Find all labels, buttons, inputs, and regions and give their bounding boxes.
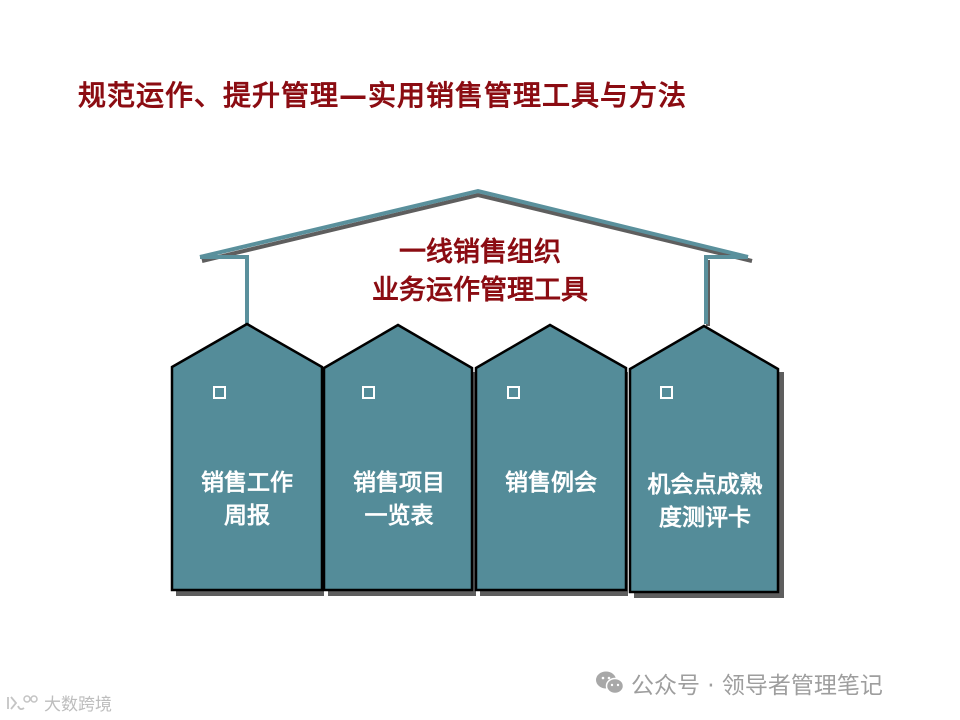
pillar-1 (170, 322, 324, 592)
pillars (170, 322, 780, 594)
pillar-4-label: 机会点成熟 度测评卡 (630, 469, 780, 535)
roof-title-line1: 一线销售组织 (399, 237, 561, 268)
pillar-1-label-line2: 周报 (224, 503, 270, 529)
logo-icon (7, 694, 38, 710)
wechat-watermark-text: 公众号 · 领导者管理笔记 (631, 673, 883, 699)
pillar-3 (474, 323, 628, 592)
pillar-2-label: 销售项目 一览表 (324, 467, 474, 533)
pillar-3-label: 销售例会 (476, 467, 626, 500)
pillar-4 (628, 324, 780, 594)
pillar-3-bullet-icon (507, 386, 520, 399)
pillar-1-label: 销售工作 周报 (172, 467, 322, 533)
pillar-4-label-line2: 度测评卡 (659, 505, 751, 531)
logo-watermark-text: 大数跨境 (44, 695, 112, 715)
page-title: 规范运作、提升管理—实用销售管理工具与方法 (78, 79, 688, 112)
pillar-4-label-line1: 机会点成熟 (647, 472, 763, 498)
pillar-1-label-line1: 销售工作 (201, 470, 293, 496)
pillar-3-label-line1: 销售例会 (505, 470, 597, 496)
pillar-1-bullet-icon (213, 386, 226, 399)
wechat-icon (596, 671, 625, 695)
wechat-watermark: 公众号 · 领导者管理笔记 (595, 666, 883, 700)
logo-watermark: 大数跨境 (6, 690, 112, 715)
pillar-4-bullet-icon (660, 386, 673, 399)
roof-title-line2: 业务运作管理工具 (372, 275, 588, 306)
pillar-2-bullet-icon (362, 386, 375, 399)
pillar-2-label-line1: 销售项目 (353, 470, 445, 496)
roof-frame (199, 188, 753, 326)
pillar-2-label-line2: 一览表 (364, 503, 434, 529)
pillar-2 (322, 323, 474, 592)
